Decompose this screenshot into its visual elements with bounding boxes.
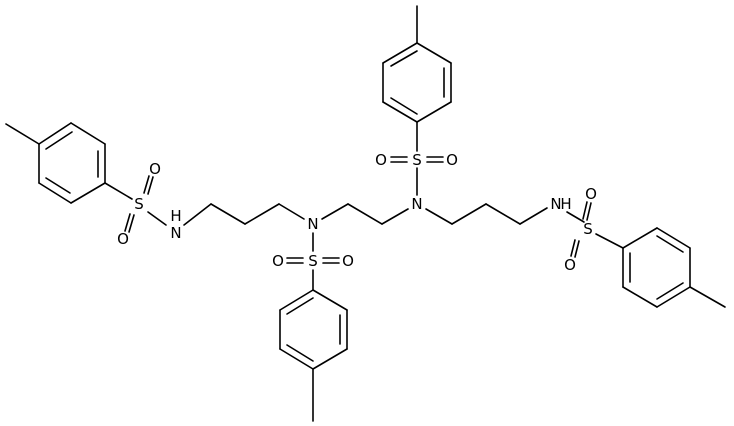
propyl-chain-left bbox=[183, 203, 305, 226]
tosyl-ring-top bbox=[382, 5, 452, 123]
nitrogen-atom-center-left: N bbox=[307, 215, 318, 233]
propyl-chain-right bbox=[425, 203, 548, 225]
oxygen-atom-right-top: O bbox=[585, 185, 597, 203]
tosyl-ring-right bbox=[622, 227, 726, 308]
sulfur-atom-top: S bbox=[412, 151, 422, 169]
nitrogen-atom-center-right: N bbox=[411, 195, 422, 213]
nh-nitrogen-left: N bbox=[170, 224, 181, 242]
oxygen-atom-left-bottom: O bbox=[117, 230, 129, 248]
oxygen-atom-bottom-left: O bbox=[272, 252, 284, 270]
sulfonyl-bottom-bonds bbox=[286, 232, 340, 291]
nh-hydrogen-left: H bbox=[170, 207, 181, 225]
oxygen-atom-right-bottom: O bbox=[564, 256, 576, 274]
sulfur-atom-left: S bbox=[134, 195, 144, 213]
nh-nitrogen-right: N bbox=[550, 195, 561, 213]
tosyl-ring-left bbox=[5, 122, 133, 204]
sulfonyl-right-bonds bbox=[566, 201, 624, 258]
sulfonyl-top-bonds bbox=[390, 121, 444, 196]
oxygen-atom-left-top: O bbox=[149, 160, 161, 178]
sulfur-atom-bottom: S bbox=[308, 252, 318, 270]
oxygen-atom-bottom-right: O bbox=[342, 252, 354, 270]
oxygen-atom-top-right: O bbox=[446, 151, 458, 169]
nh-hydrogen-right: H bbox=[560, 195, 571, 213]
sulfur-atom-right: S bbox=[583, 220, 593, 238]
oxygen-atom-top-left: O bbox=[375, 151, 387, 169]
sulfonyl-left-bonds bbox=[124, 175, 167, 233]
tosyl-ring-bottom bbox=[279, 289, 348, 422]
ethylene-bridge bbox=[321, 203, 409, 225]
